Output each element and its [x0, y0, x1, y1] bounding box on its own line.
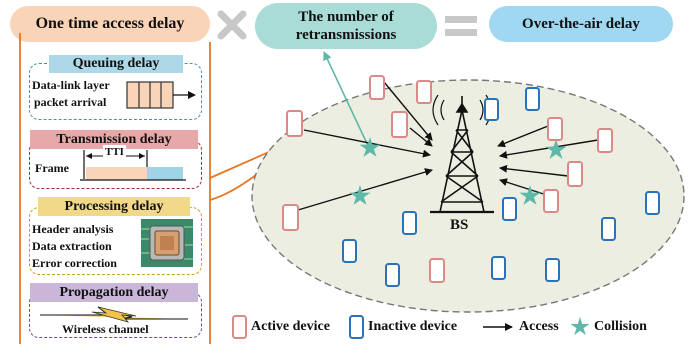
- access-arrow: [497, 125, 549, 148]
- inactive-device-icon: [385, 263, 400, 287]
- retransmissions-label-line1: The number of: [298, 9, 394, 25]
- retransmission-link-arrow: [323, 51, 371, 151]
- access-arrow: [303, 129, 431, 158]
- queuing-line1: Data-link layer: [32, 78, 110, 92]
- inactive-device-icon: [402, 211, 417, 235]
- transmission-title: Transmission delay: [30, 130, 198, 149]
- chip-icon: [141, 219, 193, 267]
- queuing-title-text: Queuing delay: [72, 56, 160, 71]
- active-device-icon: [391, 111, 408, 138]
- wireless-channel-label: Wireless channel: [62, 322, 149, 336]
- collision-star-icon: [519, 185, 541, 205]
- equals-icon: [445, 16, 477, 36]
- active-device-icon: [543, 189, 559, 213]
- active-device-icon: [547, 117, 563, 141]
- processing-line3: Error correction: [32, 256, 117, 270]
- access-arrow: [409, 127, 433, 147]
- active-device-icon: [282, 204, 299, 231]
- collision-star-icon: [359, 137, 381, 157]
- processing-line2: Data extraction: [32, 239, 112, 253]
- coverage-area: [251, 79, 685, 313]
- inactive-device-icon: [601, 217, 616, 241]
- processing-line1: Header analysis: [32, 222, 114, 236]
- inactive-device-icon: [342, 239, 357, 263]
- legend-collision-label: Collision: [594, 319, 647, 334]
- inactive-device-icon: [645, 191, 660, 215]
- transmission-title-text: Transmission delay: [56, 131, 172, 147]
- active-device-icon: [567, 161, 583, 187]
- active-device-icon: [286, 110, 303, 137]
- over-the-air-delay-label: Over-the-air delay: [522, 15, 640, 32]
- lightning-icon: [40, 306, 188, 323]
- retransmissions-label-line2: retransmissions: [295, 27, 397, 43]
- one-time-access-delay-label: One time access delay: [35, 15, 185, 32]
- collision-star-icon: [545, 139, 567, 159]
- inactive-device-icon: [525, 87, 540, 111]
- queuing-title: Queuing delay: [49, 55, 183, 73]
- access-arrow: [499, 164, 569, 177]
- collision-markers: [349, 137, 567, 205]
- base-station-tower: [430, 94, 494, 214]
- access-arrow: [383, 81, 433, 141]
- processing-title-text: Processing delay: [64, 198, 164, 214]
- inactive-device-icon: [502, 197, 517, 221]
- active-device-icon: [429, 258, 445, 283]
- inactive-device-icon: [491, 256, 506, 280]
- bs-label: BS: [450, 217, 469, 233]
- active-device-icon: [369, 75, 385, 100]
- over-the-air-delay-box: Over-the-air delay: [489, 6, 673, 42]
- propagation-title: Propagation delay: [30, 283, 198, 302]
- retransmissions-box: The number of retransmissions: [255, 3, 437, 49]
- access-arrow: [297, 168, 433, 211]
- legend-inactive-device-icon: [349, 315, 364, 339]
- queuing-line2: packet arrival: [34, 95, 107, 109]
- legend-shapes: [232, 315, 590, 339]
- inactive-device-icon: [545, 258, 560, 282]
- frame-label: Frame: [35, 161, 69, 175]
- inactive-device-icon: [484, 98, 499, 121]
- propagation-title-text: Propagation delay: [59, 284, 169, 300]
- frame-timeline-icon: [80, 150, 186, 181]
- processing-title: Processing delay: [38, 197, 190, 216]
- active-device-icon: [597, 128, 613, 153]
- legend-collision-star-icon: [570, 317, 590, 336]
- tti-label: TTI: [103, 145, 126, 160]
- multiply-icon: [217, 10, 247, 40]
- queue-buffer-icon: [126, 81, 196, 109]
- legend-active-label: Active device: [251, 319, 330, 334]
- legend-access-label: Access: [519, 319, 559, 334]
- legend-inactive-label: Inactive device: [368, 319, 458, 334]
- one-time-access-delay-box: One time access delay: [10, 6, 210, 42]
- legend-active-device-icon: [232, 315, 247, 339]
- collision-star-icon: [349, 185, 371, 205]
- active-device-icon: [416, 80, 432, 104]
